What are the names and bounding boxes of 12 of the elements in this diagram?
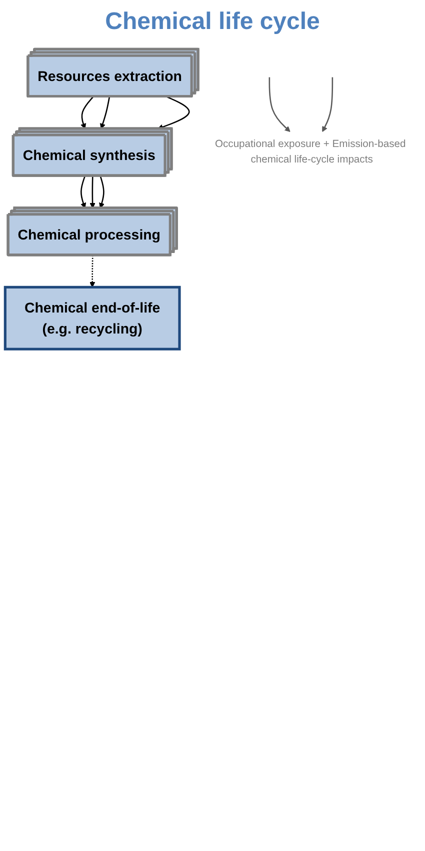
arrow <box>90 255 96 288</box>
arrow <box>90 176 96 208</box>
arrow <box>100 96 110 130</box>
arrow <box>80 176 86 208</box>
arrow <box>322 77 334 132</box>
diagram-title: Chemical life cycle <box>104 8 321 36</box>
arrow <box>80 96 94 130</box>
arrow <box>268 77 290 132</box>
arrow <box>99 176 105 208</box>
node-box: Chemical end-of-life (e.g. recycling) <box>4 286 181 350</box>
arrow <box>158 96 190 130</box>
node-text: Occupational exposure + Emission-based chemical life-cycle impacts <box>214 138 406 165</box>
